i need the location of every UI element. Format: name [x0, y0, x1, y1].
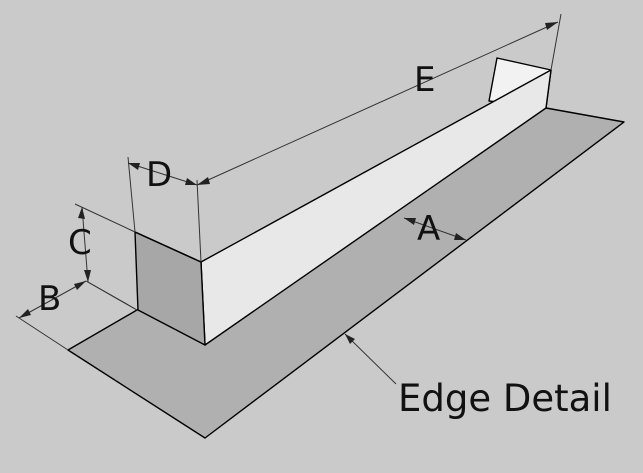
- dimension-d: [127, 156, 198, 233]
- dimension-c-label: C: [68, 223, 92, 263]
- dimension-b-label: B: [38, 279, 61, 319]
- dimension-a: [403, 217, 467, 241]
- base-flange: [67, 107, 625, 439]
- dimension-e-label: E: [414, 60, 435, 100]
- dimension-a-label: A: [417, 209, 440, 249]
- edge-detail-leader: [344, 333, 397, 385]
- dimension-b: [15, 280, 138, 351]
- dimension-d-label: D: [146, 155, 172, 195]
- edge-detail-caption: Edge Detail: [398, 377, 612, 420]
- dimension-e: [196, 13, 562, 263]
- wall-top-edge: [134, 231, 202, 263]
